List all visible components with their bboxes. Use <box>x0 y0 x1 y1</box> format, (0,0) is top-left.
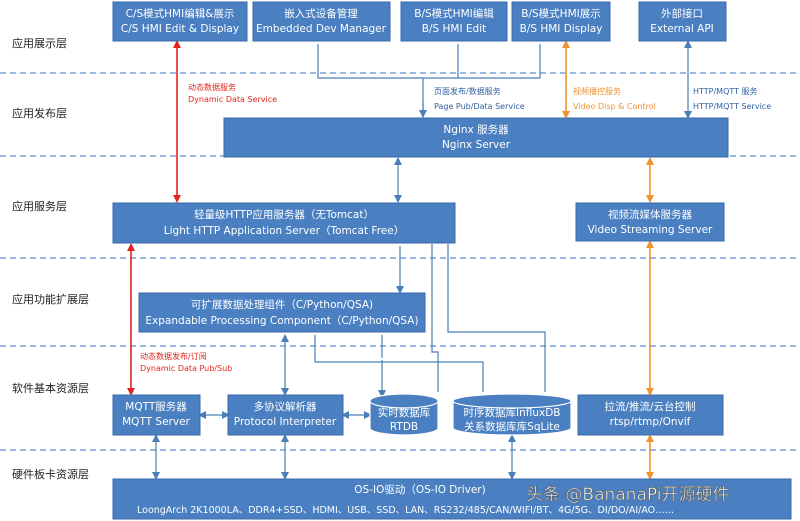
external-label-cn: 外部接口 <box>661 7 703 20</box>
protocol-label-cn: 多协议解析器 <box>254 400 317 413</box>
nginx-server-box: Nginx 服务器 Nginx Server <box>223 117 729 158</box>
bs-edit-label-en: B/S HMI Edit <box>422 23 486 35</box>
embedded-label-en: Embedded Dev Manager <box>256 23 387 35</box>
cs-hmi-label-en: C/S HMI Edit & Display <box>121 23 239 35</box>
os-driver-label: OS-IO驱动（OS-IO Driver) <box>354 484 485 496</box>
mqtt-label-cn: MQTT服务器 <box>125 400 187 413</box>
http-server-label-en: Light HTTP Application Server（Tomcat Fre… <box>164 225 404 237</box>
rtdb-label-en: RTDB <box>390 421 418 433</box>
tsdb-cylinder: 时序数据库InfluxDB 关系数据库库SqLite <box>452 393 572 436</box>
protocol-label-en: Protocol Interpreter <box>234 416 337 428</box>
processing-label-cn: 可扩展数据处理组件（C/Python/QSA) <box>191 298 373 311</box>
video-disp-label-en: Video Disp & Control <box>573 102 656 111</box>
bs-edit-label-cn: B/S模式HMI编辑 <box>414 7 494 20</box>
cs-hmi-label-cn: C/S模式HMI编辑&展示 <box>126 7 235 20</box>
dynamic-pub-label-cn: 动态数据发布/订阅 <box>140 351 207 361</box>
tsdb-label-line1: 时序数据库InfluxDB <box>463 406 560 419</box>
layer-label-service: 应用服务层 <box>12 199 67 213</box>
mqtt-label-en: MQTT Server <box>122 416 190 428</box>
http-mqtt-label-en: HTTP/MQTT Service <box>693 102 771 111</box>
embedded-label-cn: 嵌入式设备管理 <box>284 7 358 20</box>
rtdb-label-cn: 实时数据库 <box>378 406 431 419</box>
watermark-text: 头条 @BananaPi开源硬件 <box>526 485 729 505</box>
dynamic-data-label-cn: 动态数据服务 <box>188 82 236 92</box>
external-label-en: External API <box>650 23 714 35</box>
os-driver-box: OS-IO驱动（OS-IO Driver) LoongArch 2K1000LA… <box>112 478 792 520</box>
video-server-label-cn: 视频流媒体服务器 <box>608 208 692 221</box>
http-server-box: 轻量级HTTP应用服务器（无Tomcat） Light HTTP Applica… <box>112 202 456 244</box>
http-db-links <box>431 244 546 392</box>
streaming-control-box: 拉流/推流/云台控制 rtsp/rtmp/Onvif <box>577 394 724 436</box>
tsdb-label-line2: 关系数据库库SqLite <box>464 420 560 433</box>
processing-component-box: 可扩展数据处理组件（C/Python/QSA) Expandable Proce… <box>138 292 426 333</box>
nginx-label-en: Nginx Server <box>442 139 511 151</box>
hardware-spec-label: LoongArch 2K1000LA、DDR4+SSD、HDMI、USB、SSD… <box>137 505 674 516</box>
cs-hmi-box: C/S模式HMI编辑&展示 C/S HMI Edit & Display <box>112 1 248 42</box>
layer-label-publishing: 应用发布层 <box>12 106 67 120</box>
http-server-label-cn: 轻量级HTTP应用服务器（无Tomcat） <box>194 208 374 221</box>
mqtt-server-box: MQTT服务器 MQTT Server <box>112 394 201 436</box>
page-pub-label-en: Page Pub/Data Service <box>434 102 525 111</box>
video-server-label-en: Video Streaming Server <box>588 224 713 236</box>
layer-label-hardware: 硬件板卡资源层 <box>12 467 89 481</box>
video-server-box: 视频流媒体服务器 Video Streaming Server <box>575 202 725 242</box>
http-mqtt-label-cn: HTTP/MQTT 服务 <box>693 86 758 96</box>
bs-display-label-en: B/S HMI Display <box>520 23 603 35</box>
nginx-label-cn: Nginx 服务器 <box>443 123 509 136</box>
streaming-label-cn: 拉流/推流/云台控制 <box>604 400 695 413</box>
layer-label-software: 软件基本资源层 <box>12 381 89 395</box>
processing-label-en: Expandable Processing Component（C/Python… <box>145 315 418 327</box>
processing-links <box>314 335 484 392</box>
bs-hmi-display-box: B/S模式HMI展示 B/S HMI Display <box>511 1 611 42</box>
external-api-box: 外部接口 External API <box>638 1 727 42</box>
rtdb-cylinder: 实时数据库 RTDB <box>369 393 439 436</box>
bs-hmi-edit-box: B/S模式HMI编辑 B/S HMI Edit <box>400 1 508 42</box>
dynamic-pub-label-en: Dynamic Data Pub/Sub <box>140 364 232 373</box>
page-pub-label-cn: 页面发布/数据服务 <box>434 86 501 96</box>
embedded-manager-box: 嵌入式设备管理 Embedded Dev Manager <box>252 1 391 42</box>
layer-label-extension: 应用功能扩展层 <box>12 292 89 306</box>
dynamic-data-label-en: Dynamic Data Service <box>188 95 277 104</box>
bs-display-label-cn: B/S模式HMI展示 <box>521 7 600 20</box>
protocol-interpreter-box: 多协议解析器 Protocol Interpreter <box>227 394 344 436</box>
streaming-label-en: rtsp/rtmp/Onvif <box>610 416 691 428</box>
video-disp-label-cn: 视频播控服务 <box>573 86 621 96</box>
layer-label-presentation: 应用展示层 <box>12 36 67 50</box>
